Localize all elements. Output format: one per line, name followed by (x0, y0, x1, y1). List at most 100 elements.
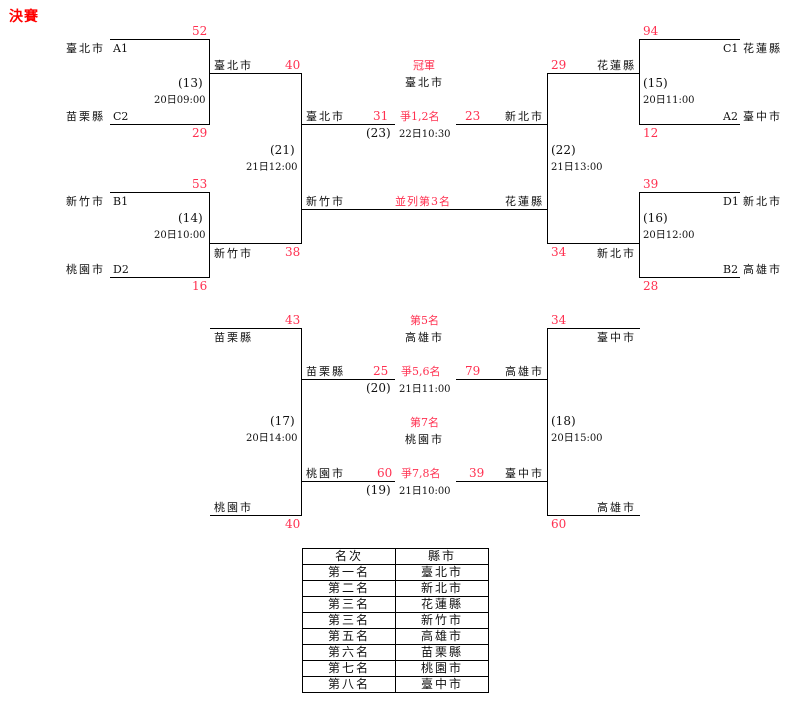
winner-name: 臺北市 (306, 110, 345, 123)
line (640, 39, 740, 40)
team-name: 桃園市 (66, 263, 105, 276)
team-name: 苗栗縣 (66, 110, 105, 123)
match-time: 21日11:00 (399, 384, 451, 395)
team-name: 高雄市 (743, 263, 782, 276)
line (456, 379, 548, 380)
line (548, 328, 640, 329)
match-number: (17) (270, 414, 295, 428)
table-row: 第三名花蓮縣 (302, 596, 489, 613)
team-name: 苗栗縣 (214, 331, 253, 344)
line (110, 277, 210, 278)
table-header-row: 名次 縣市 (302, 548, 489, 565)
match-time: 20日12:00 (643, 230, 695, 241)
score: 28 (643, 279, 659, 293)
rank-cell: 第三名 (302, 596, 396, 613)
score: 29 (551, 58, 567, 72)
table-row: 第七名桃園市 (302, 660, 489, 677)
winner-name: 花蓮縣 (597, 59, 636, 72)
team-name: 花蓮縣 (743, 42, 782, 55)
seed: C2 (113, 110, 129, 123)
line (548, 515, 640, 516)
match-time: 20日10:00 (154, 230, 206, 241)
match-time: 22日10:30 (399, 129, 451, 140)
match-number: (13) (178, 76, 203, 90)
table-row: 第二名新北市 (302, 580, 489, 597)
line (302, 481, 395, 482)
score: 34 (551, 313, 567, 327)
match-label: 爭7,8名 (401, 467, 441, 480)
score: 29 (192, 126, 208, 140)
rank-cell: 第六名 (302, 644, 396, 661)
line (209, 39, 210, 125)
match-number: (16) (643, 211, 668, 225)
team-name: 桃園市 (214, 501, 253, 514)
rank-cell: 第一名 (302, 564, 396, 581)
team-name: 新竹市 (66, 195, 105, 208)
loser-name: 新竹市 (306, 195, 345, 208)
winner-name: 新北市 (505, 110, 544, 123)
line (640, 277, 740, 278)
ranking-table: 名次 縣市 第一名臺北市 第二名新北市 第三名花蓮縣 第三名新竹市 第五名高雄市… (302, 548, 489, 693)
table-row: 第一名臺北市 (302, 564, 489, 581)
score: 16 (192, 279, 208, 293)
score: 52 (192, 24, 208, 38)
rank-cell: 第五名 (302, 628, 396, 645)
match-number: (18) (551, 414, 576, 428)
team-name: 苗栗縣 (306, 365, 345, 378)
rank-cell: 第七名 (302, 660, 396, 677)
match-time: 20日14:00 (246, 433, 298, 444)
team-name: 桃園市 (306, 467, 345, 480)
score: 43 (285, 313, 301, 327)
team-cell: 苗栗縣 (395, 644, 489, 661)
seed: C1 (723, 42, 739, 55)
column-header: 名次 (302, 548, 396, 565)
table-row: 第五名高雄市 (302, 628, 489, 645)
line (110, 124, 210, 125)
winner-name: 新竹市 (214, 247, 253, 260)
match-number: (21) (270, 143, 295, 157)
match-label: 爭5,6名 (401, 365, 441, 378)
table-row: 第三名新竹市 (302, 612, 489, 629)
match-number: (23) (366, 126, 391, 140)
match-label: 爭1,2名 (400, 110, 440, 123)
score: 25 (373, 364, 389, 378)
line (640, 192, 740, 193)
team-cell: 花蓮縣 (395, 596, 489, 613)
match-time: 21日12:00 (246, 162, 298, 173)
line (639, 192, 640, 278)
seed: A2 (723, 110, 738, 123)
loser-name: 花蓮縣 (505, 195, 544, 208)
line (209, 192, 210, 278)
line (302, 209, 548, 210)
team-name: 臺中市 (505, 467, 544, 480)
line (302, 124, 395, 125)
line (548, 73, 640, 74)
champion-label: 冠軍 (413, 59, 435, 72)
team-name: 高雄市 (597, 501, 636, 514)
result-name: 高雄市 (405, 331, 444, 344)
result-name: 桃園市 (405, 433, 444, 446)
line (640, 124, 740, 125)
team-cell: 高雄市 (395, 628, 489, 645)
match-number: (22) (551, 143, 576, 157)
score: 60 (551, 517, 567, 531)
match-time: 20日11:00 (643, 95, 695, 106)
team-cell: 新北市 (395, 580, 489, 597)
line (456, 481, 548, 482)
rank-cell: 第八名 (302, 676, 396, 693)
team-cell: 桃園市 (395, 660, 489, 677)
team-cell: 臺中市 (395, 676, 489, 693)
match-time: 21日10:00 (399, 486, 451, 497)
score: 40 (285, 517, 301, 531)
match-time: 20日15:00 (551, 433, 603, 444)
line (210, 243, 302, 244)
champion-name: 臺北市 (405, 76, 444, 89)
table-row: 第八名臺中市 (302, 676, 489, 693)
team-name: 臺中市 (743, 110, 782, 123)
match-time: 20日09:00 (154, 95, 206, 106)
score: 94 (643, 24, 659, 38)
score: 40 (285, 58, 301, 72)
page-title: 決賽 (9, 9, 39, 25)
score: 12 (643, 126, 659, 140)
score: 23 (465, 109, 481, 123)
